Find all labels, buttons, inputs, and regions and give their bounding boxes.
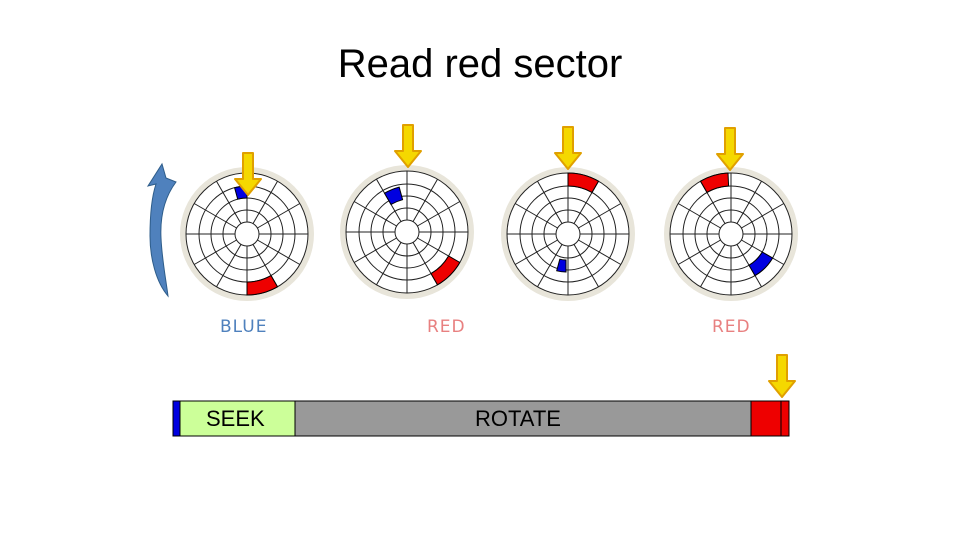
red-sector: [699, 172, 730, 194]
disk-1: [179, 166, 315, 302]
down-arrow-icon: [394, 124, 422, 168]
red-sector: [430, 255, 461, 286]
down-arrow-icon: [554, 126, 582, 170]
down-arrow-icon: [768, 354, 796, 398]
blue-sector: [748, 251, 774, 277]
page-title: Read red sector: [337, 42, 623, 86]
seek-label: SEEK: [206, 406, 265, 431]
red-label-1: RED: [427, 317, 466, 337]
blue-sector: [556, 258, 567, 273]
disk-4: [663, 166, 799, 302]
disk-2: [339, 164, 475, 300]
rotate-segment: [294, 400, 752, 437]
blue-label: BLUE: [220, 317, 268, 337]
disk-3: [500, 166, 636, 302]
seek-segment: [179, 400, 296, 437]
red-label-2: RED: [712, 317, 751, 337]
red-sector: [246, 274, 279, 296]
blue-sector: [383, 186, 404, 206]
timeline-bar: [172, 400, 790, 437]
read-segment: [750, 400, 790, 437]
down-arrow-icon: [716, 127, 744, 171]
red-sector: [567, 172, 600, 194]
rotate-label: ROTATE: [475, 406, 561, 431]
curved-arrow-icon: [146, 162, 177, 298]
